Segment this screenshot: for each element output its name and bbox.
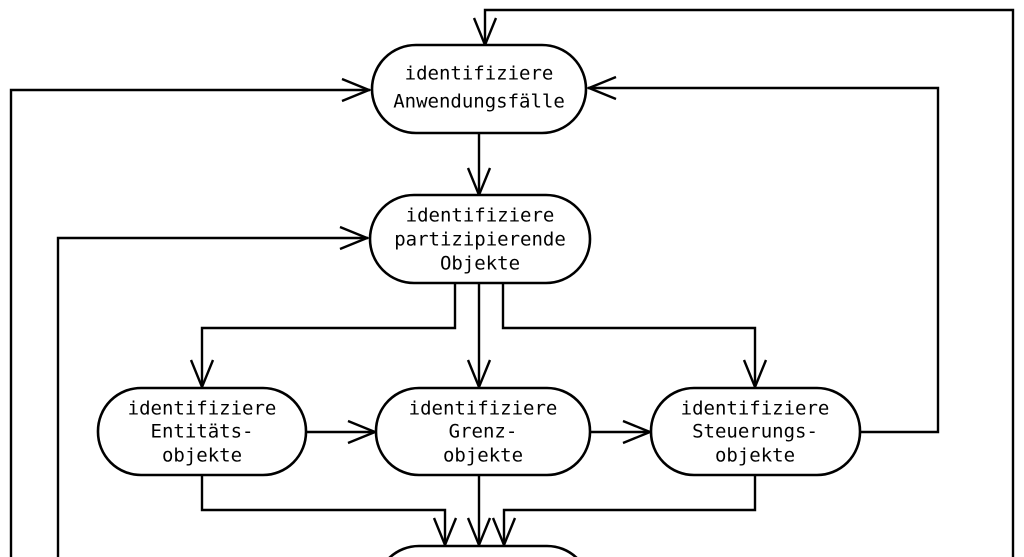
- node-entitaetsobjekte-line1: identifiziere: [128, 398, 277, 420]
- edge-grenz-to-steuerungs: [590, 419, 654, 445]
- edge-entitaets-to-bottom: [200, 475, 458, 549]
- node-partizipierende-objekte-line3: Objekte: [440, 253, 520, 275]
- edge-steuerungs-to-bottom: [491, 475, 757, 549]
- edge-path: [502, 475, 757, 546]
- node-anwendungsfaelle-line2: Anwendungsfälle: [393, 91, 565, 113]
- node-steuerungsobjekte-line2: Steuerungs-: [692, 421, 818, 443]
- node-grenzobjekte-shape[interactable]: [374, 386, 592, 477]
- node-entitaetsobjekte[interactable]: identifiziere Entitäts- objekte: [96, 386, 308, 477]
- edge-path: [56, 236, 368, 557]
- node-grenzobjekte[interactable]: identifiziere Grenz- objekte: [374, 386, 592, 477]
- edge-steuerungs-feedback-to-anwendungsfaelle: [585, 75, 940, 434]
- node-partizipierende-objekte-shape[interactable]: [368, 193, 592, 285]
- node-grenzobjekte-line2: Grenz-: [449, 421, 518, 443]
- arrow-head-right: [341, 77, 373, 103]
- node-partizipierende-objekte-line2: partizipierende: [394, 229, 566, 251]
- edge-grenz-to-bottom: [466, 475, 492, 549]
- node-bottom-node-cropped-shape[interactable]: [376, 544, 590, 557]
- edge-path: [200, 475, 447, 546]
- edge-partizipierende-to-entitaets: [189, 283, 457, 391]
- node-steuerungsobjekte[interactable]: identifiziere Steuerungs- objekte: [649, 386, 862, 477]
- edge-entitaets-to-grenz: [306, 419, 379, 445]
- node-bottom-node-cropped[interactable]: [376, 544, 590, 557]
- edge-path: [200, 283, 457, 388]
- node-entitaetsobjekte-shape[interactable]: [96, 386, 308, 477]
- arrow-head-left: [585, 75, 617, 101]
- node-partizipierende-objekte-line1: identifiziere: [406, 205, 555, 227]
- edge-path: [588, 86, 940, 434]
- edge-offscreen-left-feedback-to-anwendungsfaelle-left: [9, 77, 373, 557]
- node-grenzobjekte-line3: objekte: [443, 445, 523, 467]
- edge-path: [9, 88, 370, 557]
- edge-offscreen-left-feedback-to-partizipierende-left: [56, 225, 371, 557]
- node-steuerungsobjekte-line1: identifiziere: [681, 398, 830, 420]
- edge-partizipierende-to-grenz: [466, 283, 492, 391]
- node-entitaetsobjekte-line3: objekte: [162, 445, 242, 467]
- edge-path: [483, 8, 1015, 557]
- node-anwendungsfaelle-shape[interactable]: [370, 43, 588, 135]
- edge-path: [501, 283, 757, 388]
- edge-partizipierende-to-steuerungs: [501, 283, 768, 391]
- edge-anwendungsfaelle-to-partizipierende: [466, 132, 492, 199]
- node-partizipierende-objekte[interactable]: identifiziere partizipierende Objekte: [368, 193, 592, 285]
- node-grenzobjekte-line1: identifiziere: [409, 398, 558, 420]
- node-anwendungsfaelle[interactable]: identifiziere Anwendungsfälle: [370, 43, 588, 135]
- node-anwendungsfaelle-line1: identifiziere: [405, 63, 554, 85]
- node-entitaetsobjekte-line2: Entitäts-: [151, 421, 254, 443]
- node-steuerungsobjekte-shape[interactable]: [649, 386, 862, 477]
- arrow-head-right: [339, 225, 371, 251]
- node-steuerungsobjekte-line3: objekte: [715, 445, 795, 467]
